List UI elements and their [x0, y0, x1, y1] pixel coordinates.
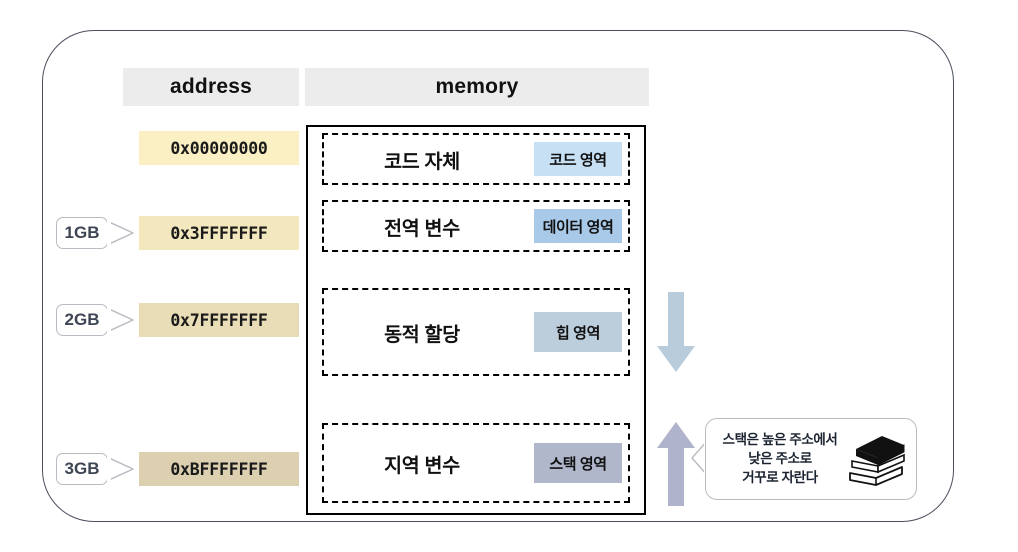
marker-pointer-2gb — [107, 304, 137, 336]
callout-line-2: 낮은 주소로 — [748, 451, 812, 467]
address-box-3: 0xBFFFFFFF — [139, 452, 299, 486]
column-header-address: address — [123, 68, 299, 106]
column-header-memory-label: memory — [435, 75, 519, 98]
memory-segment-code-badge: 코드 영역 — [534, 142, 622, 176]
marker-tag-3gb: 3GB — [56, 453, 108, 485]
callout-line-3: 거꾸로 자란다 — [742, 470, 818, 486]
marker-tag-3gb-label: 3GB — [64, 459, 100, 478]
outer-frame — [42, 30, 954, 522]
memory-segment-stack-label: 지역 변수 — [384, 454, 460, 477]
address-box-2: 0x7FFFFFFF — [139, 303, 299, 337]
address-value-0: 0x00000000 — [170, 138, 268, 158]
stack-direction-callout: 스택은 높은 주소에서 낮은 주소로 거꾸로 자란다 — [705, 418, 917, 500]
marker-tag-2gb: 2GB — [56, 304, 108, 336]
marker-tag-1gb: 1GB — [56, 217, 108, 249]
address-box-1: 0x3FFFFFFF — [139, 216, 299, 250]
memory-segment-data-badge: 데이터 영역 — [534, 209, 622, 243]
books-icon — [842, 433, 908, 489]
memory-segment-stack: 지역 변수 스택 영역 — [322, 423, 630, 503]
memory-segment-data: 전역 변수 데이터 영역 — [322, 200, 630, 252]
marker-tag-1gb-label: 1GB — [64, 223, 100, 242]
callout-text: 스택은 높은 주소에서 낮은 주소로 거꾸로 자란다 — [714, 430, 846, 487]
memory-segment-code-label: 코드 자체 — [384, 150, 460, 173]
memory-segment-heap-badge: 힙 영역 — [534, 312, 622, 352]
memory-segment-heap-label: 동적 할당 — [384, 323, 460, 346]
marker-tag-2gb-label: 2GB — [64, 310, 100, 329]
heap-grows-down-arrow-icon — [657, 292, 695, 374]
memory-segment-data-label: 전역 변수 — [384, 217, 460, 240]
stack-grows-up-arrow-icon — [657, 420, 695, 506]
column-header-memory: memory — [305, 68, 649, 106]
address-box-0: 0x00000000 — [139, 131, 299, 165]
address-value-2: 0x7FFFFFFF — [170, 310, 268, 330]
memory-segment-code: 코드 자체 코드 영역 — [322, 133, 630, 185]
address-value-1: 0x3FFFFFFF — [170, 223, 268, 243]
marker-pointer-1gb — [107, 217, 137, 249]
memory-segment-heap: 동적 할당 힙 영역 — [322, 288, 630, 376]
callout-line-1: 스택은 높은 주소에서 — [722, 432, 838, 447]
memory-segment-stack-badge: 스택 영역 — [534, 443, 622, 483]
address-value-3: 0xBFFFFFFF — [170, 459, 268, 479]
marker-pointer-3gb — [107, 453, 137, 485]
column-header-address-label: address — [170, 75, 252, 98]
